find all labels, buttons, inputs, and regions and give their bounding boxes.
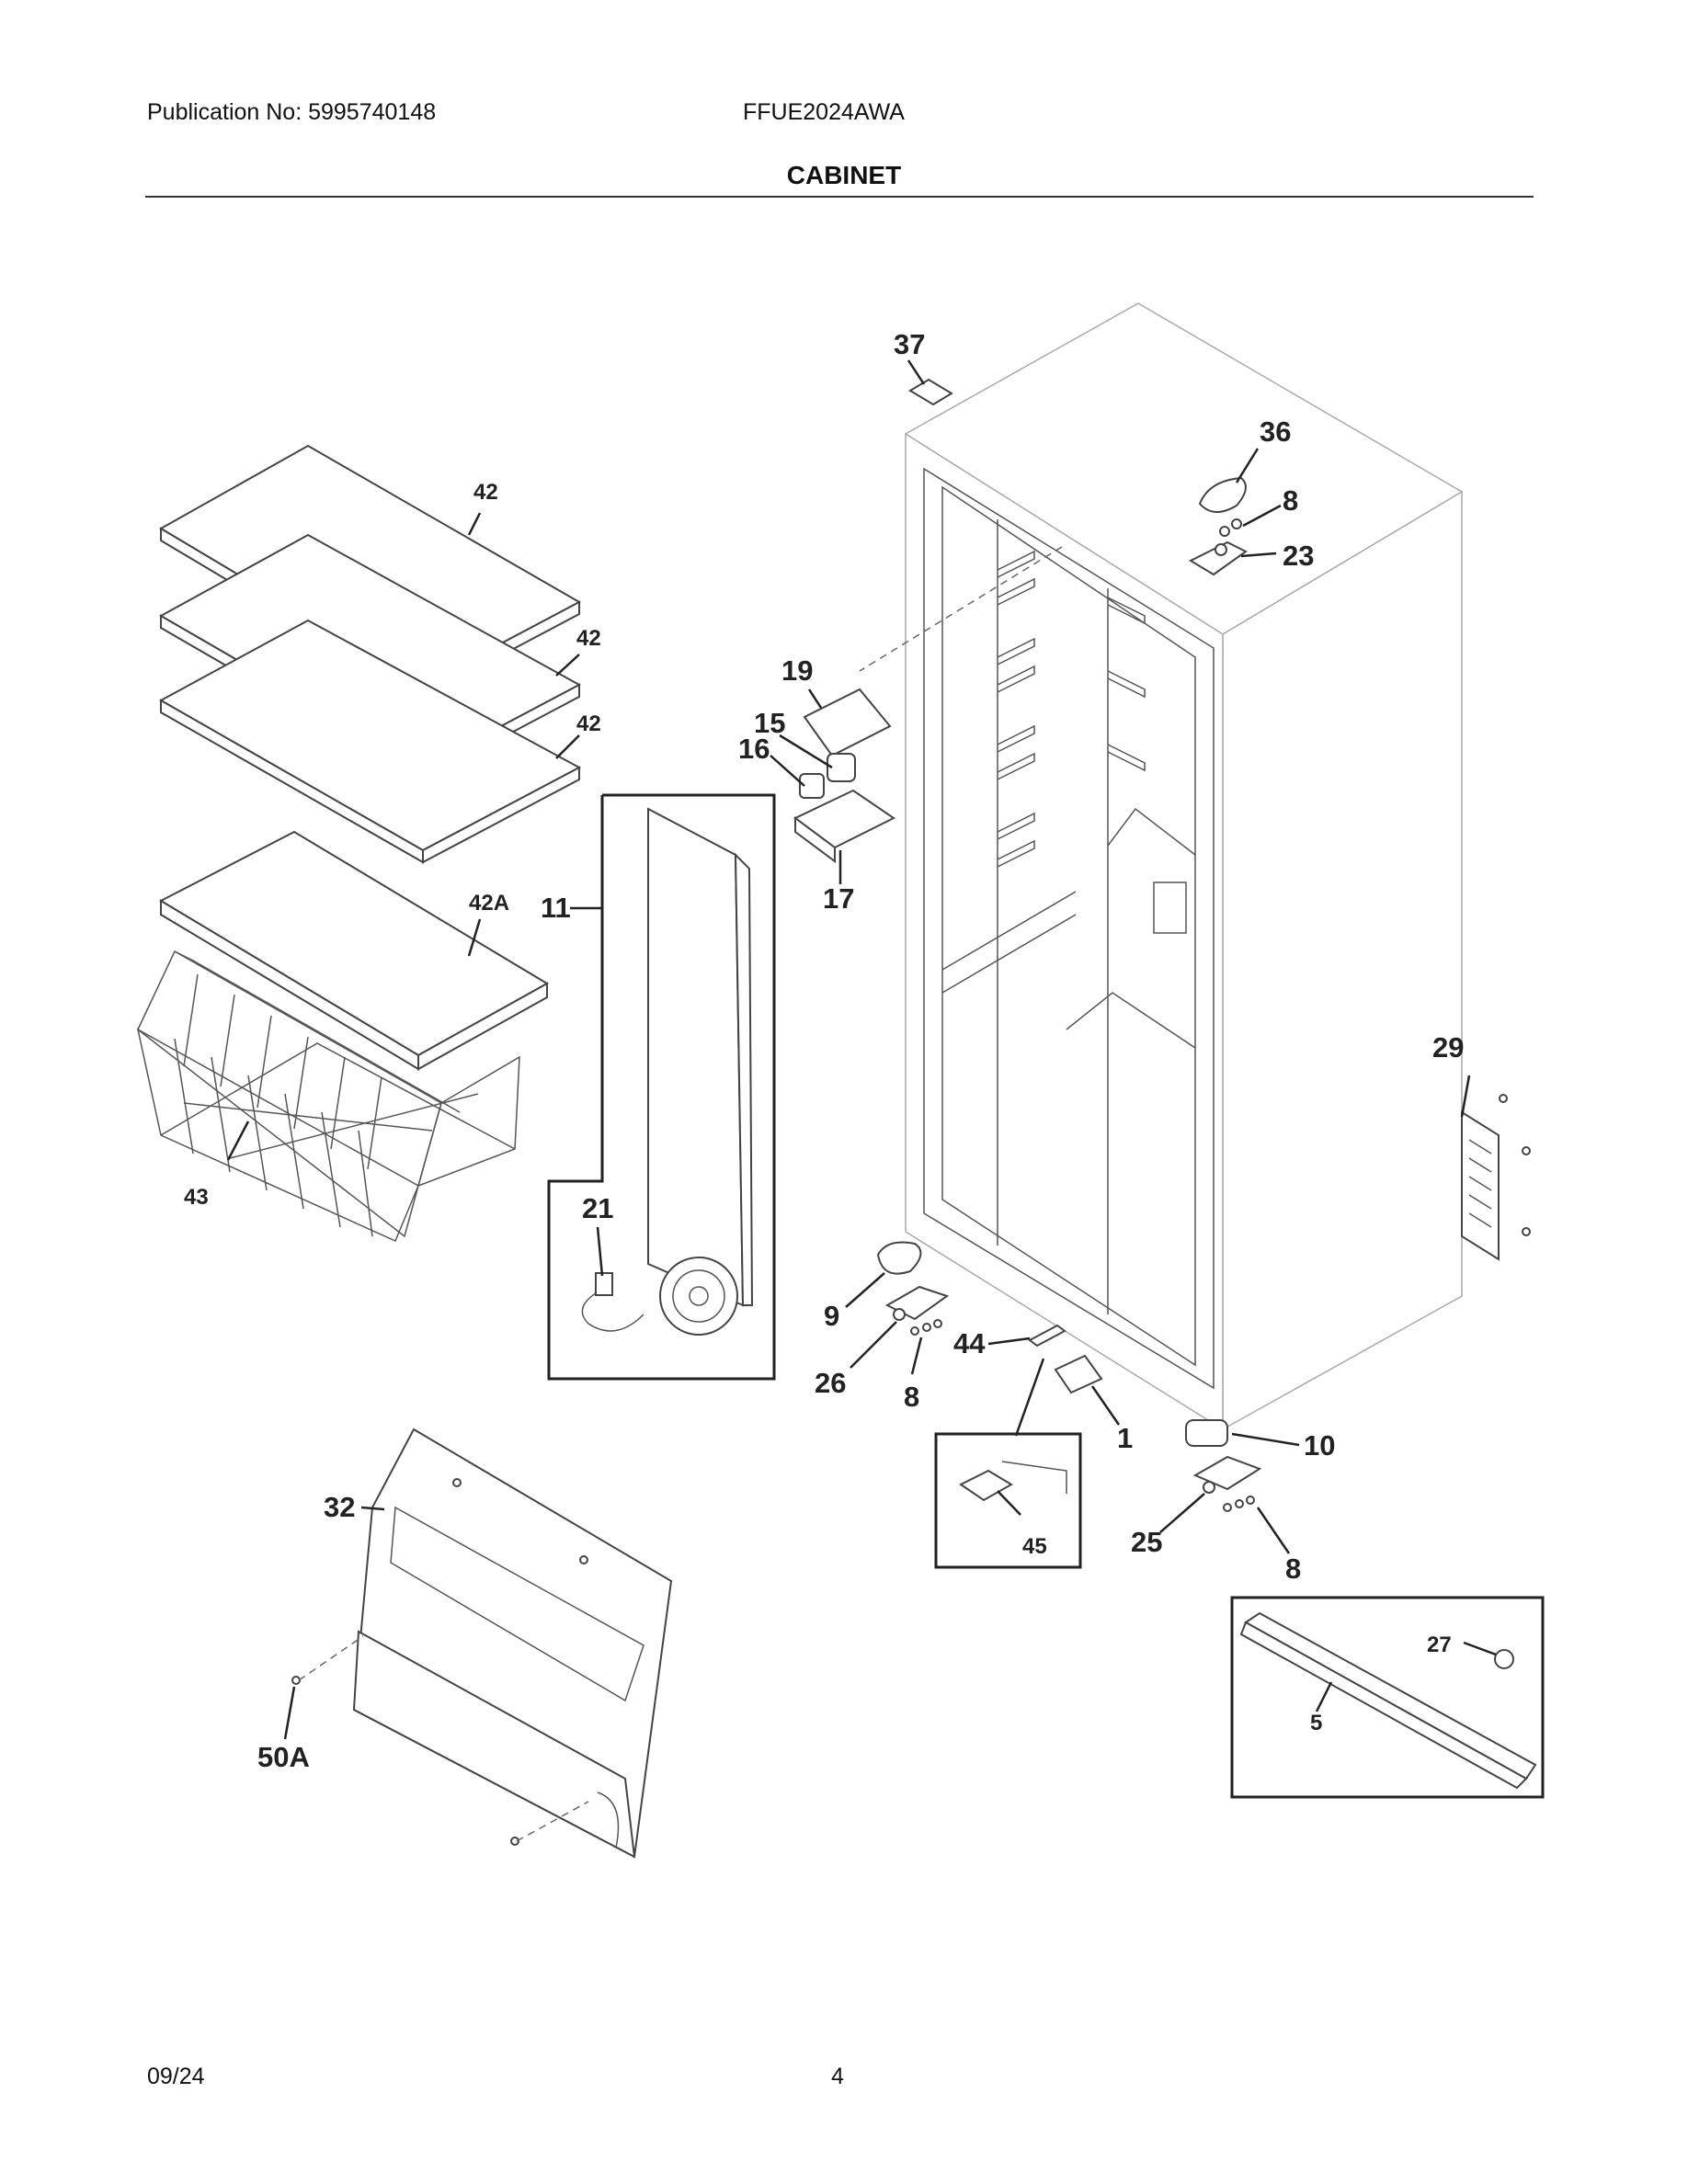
air-duct [647,807,754,1336]
fan-assembly-frame [547,793,776,1381]
leader-lines [226,359,1497,1740]
callout-44: 44 [953,1327,986,1359]
callout-42-c: 42 [576,711,601,736]
door-switch [959,1461,1067,1502]
callout-labels: 37 36 8 23 42 42 42 42A 11 43 19 15 16 1… [184,328,1464,1773]
door-switch-bracket [1028,1324,1066,1348]
callout-37: 37 [894,328,925,360]
callout-17: 17 [823,882,854,915]
toe-grille-panel [352,1428,673,1859]
light-socket [799,773,825,799]
callout-19: 19 [781,654,813,687]
page-number: 4 [831,2064,844,2089]
hinge-cover-top [1198,476,1247,513]
callout-8-top: 8 [1283,484,1298,517]
shelf-glass-42A [158,830,549,1071]
control-housing-bottom [793,789,895,863]
fan-motor-harness [581,1272,644,1332]
door-handle [1239,1611,1537,1790]
thermostat-knob [827,753,856,782]
callout-1: 1 [1117,1422,1133,1454]
hinge-bottom-right-screws [1223,1496,1255,1512]
callout-42-b: 42 [576,626,601,651]
toe-grille-screws [291,1478,588,1846]
callout-21: 21 [582,1192,613,1224]
callout-25: 25 [1131,1526,1162,1558]
callout-42A: 42A [469,891,509,916]
callout-45: 45 [1022,1534,1047,1559]
handle-detail-frame [1230,1596,1545,1799]
power-cord-cover [1461,1094,1531,1261]
callout-42-a: 42 [473,480,498,505]
model-number: FFUE2024AWA [743,99,905,125]
callout-50A: 50A [257,1741,310,1773]
callout-11: 11 [541,892,571,924]
callout-15: 15 [754,707,785,739]
hinge-bottom-left [884,1285,950,1321]
cabinet-rail-guides [997,550,1146,868]
header-rule [145,196,1534,198]
callout-16: 16 [738,733,770,765]
hinge-top-screws [1219,518,1242,537]
callout-9: 9 [824,1300,839,1332]
hinge-bottom-right [1192,1455,1262,1494]
label-plate [908,378,953,406]
callout-23: 23 [1283,540,1314,572]
cabinet-body [904,302,1464,1431]
callout-5: 5 [1310,1711,1322,1735]
callout-36: 36 [1260,415,1291,448]
publication-date: 09/24 [147,2064,205,2089]
page-title: CABINET [786,161,902,189]
callout-10: 10 [1304,1429,1335,1462]
callout-26: 26 [815,1367,846,1399]
callout-27: 27 [1427,1632,1452,1657]
callout-29: 29 [1432,1031,1464,1064]
hinge-cover-bottom-right [1185,1419,1228,1447]
callout-8-left: 8 [904,1381,919,1413]
leveling-bracket [1054,1354,1103,1394]
publication-number: Publication No: 5995740148 [147,99,437,125]
callout-8-right: 8 [1285,1553,1301,1585]
hinge-cover-bottom-left [876,1241,922,1275]
handle-plug [1494,1649,1514,1669]
wire-basket [136,950,520,1243]
hinge-bottom-left-screws [910,1319,942,1336]
control-housing-top [803,688,892,757]
callout-43: 43 [184,1185,209,1210]
shelf-lower [158,619,582,864]
door-switch-detail-frame [934,1432,1082,1569]
callout-32: 32 [324,1491,355,1523]
hinge-top [1188,540,1248,576]
